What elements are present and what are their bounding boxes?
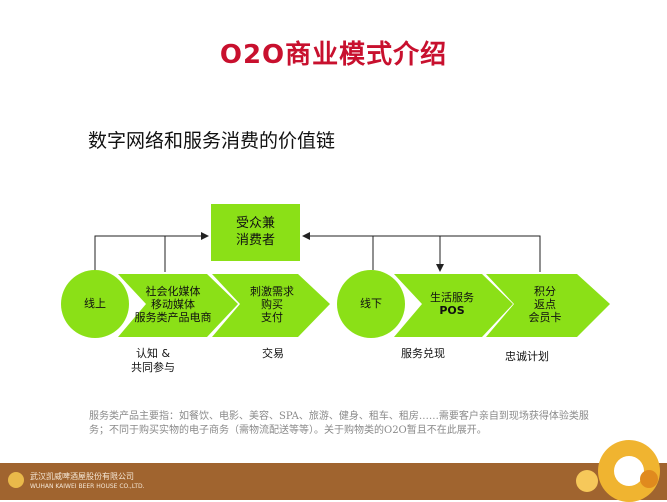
stimulate-chevron — [212, 274, 330, 337]
deco-circle-inner — [614, 456, 644, 486]
consumer-line-2: 消费者 — [235, 233, 275, 248]
connector-left — [94, 232, 209, 272]
consumer-line-1: 受众兼 — [235, 216, 275, 231]
stage-label-cognition: 认知 & 共同参与 — [118, 347, 188, 375]
life-service-text: 生活服务 POS — [412, 291, 492, 317]
deco-circle-small — [576, 470, 598, 492]
stage-label-redeem: 服务兑现 — [401, 347, 445, 360]
social-line-3: 服务类产品电商 — [134, 311, 212, 324]
stage-label-transaction: 交易 — [262, 347, 284, 360]
stimulate-line-3: 支付 — [261, 311, 283, 324]
page-title: O2O商业模式介绍 — [219, 40, 448, 70]
footer-bar: 武汉凯威啤酒屋股份有限公司 WUHAN KAIWEI BEER HOUSE CO… — [0, 463, 667, 500]
points-chevron — [486, 274, 610, 337]
deco-circle-orange — [640, 470, 658, 488]
footnote-text: 服务类产品主要指：如餐饮、电影、美容、SPA、旅游、健身、租车、租房……需要客户… — [89, 411, 589, 436]
social-text: 社会化媒体 移动媒体 服务类产品电商 — [128, 285, 218, 324]
stimulate-text: 刺激需求 购买 支付 — [232, 285, 312, 324]
stimulate-line-1: 刺激需求 — [250, 285, 294, 298]
consumer-node-text: 受众兼 消费者 — [211, 215, 300, 249]
cognition-line-1: 认知 & — [135, 347, 171, 360]
footer-company-cn: 武汉凯威啤酒屋股份有限公司 — [30, 472, 134, 481]
offline-text: 线下 — [360, 297, 382, 310]
life-service-chevron — [394, 274, 513, 337]
company-logo-icon — [8, 472, 24, 488]
social-line-1: 社会化媒体 — [145, 285, 201, 298]
points-text: 积分 返点 会员卡 — [505, 285, 585, 324]
footer-company-en: WUHAN KAIWEI BEER HOUSE CO.,LTD. — [30, 483, 145, 490]
points-line-3: 会员卡 — [528, 311, 562, 324]
online-text: 线上 — [84, 297, 106, 310]
connector-right — [302, 232, 541, 272]
stage-label-loyalty: 忠诚计划 — [505, 350, 549, 363]
social-chevron — [118, 274, 238, 337]
life-service-line-1: 生活服务 — [430, 291, 474, 304]
social-line-2: 移动媒体 — [151, 298, 195, 311]
points-line-2: 返点 — [534, 298, 556, 311]
points-line-1: 积分 — [534, 285, 556, 298]
stimulate-line-2: 购买 — [261, 298, 283, 311]
page-subtitle: 数字网络和服务消费的价值链 — [88, 130, 336, 152]
cognition-line-2: 共同参与 — [131, 361, 175, 374]
consumer-node — [211, 204, 300, 261]
connector-lines — [94, 232, 541, 272]
offline-circle — [337, 270, 405, 338]
life-service-line-2: POS — [439, 304, 465, 317]
online-circle — [61, 270, 129, 338]
